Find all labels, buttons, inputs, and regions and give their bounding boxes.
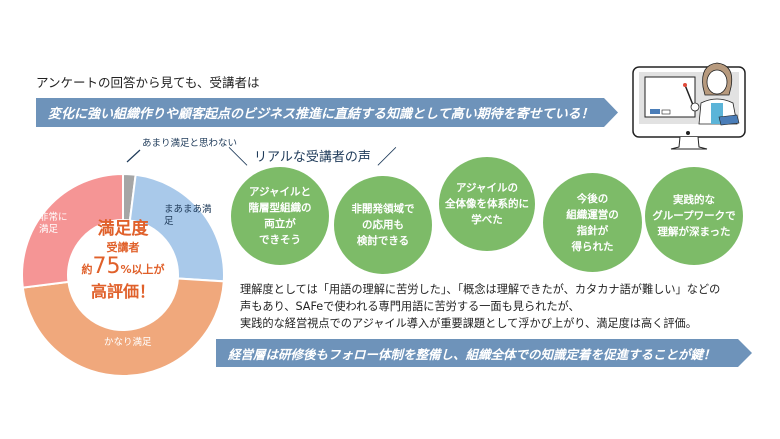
bottom-banner-text: 経営層は研修後もフォロー体制を整備し、組織全体での知識定着を促進することが鍵！ — [228, 346, 716, 362]
teacher-monitor-illustration — [632, 62, 746, 150]
slice-somewhat-satisfied — [128, 173, 225, 283]
summary-paragraph: 理解度としては「用語の理解に苦労した」、「概念は理解できたが、カタカナ語が難しい… — [240, 283, 721, 330]
center-title: 満足度 — [97, 219, 149, 239]
label-quite-satisfied: かなり満足 — [104, 337, 152, 348]
intro-text: アンケートの回答から見ても、受講者は — [36, 75, 260, 90]
leader-line — [126, 149, 141, 163]
voice-bubble: アジャイルと 階層型組織の 両立が できそう — [231, 167, 329, 265]
center-line2: 約75%以上が — [81, 254, 165, 279]
bottom-banner: 経営層は研修後もフォロー体制を整備し、組織全体での知識定着を促進することが鍵！ — [216, 339, 752, 367]
slice-quite-satisfied — [21, 277, 225, 377]
donut-center-text: 満足度 受講者 約75%以上が 高評価！ — [68, 218, 178, 303]
top-banner-text: 変化に強い組織作りや顧客起点のビジネス推進に直結する知識として高い期待を寄せてい… — [48, 107, 594, 122]
label-very-satisfied: 非常に満足 — [39, 212, 68, 235]
label-not-satisfied: あまり満足と思わない — [142, 138, 238, 149]
center-line3: 高評価！ — [90, 282, 155, 301]
voice-bubble: アジャイルの 全体像を体系的に 学べた — [439, 157, 535, 251]
label-somewhat-satisfied: まあまあ満足 — [164, 204, 212, 227]
top-banner: 変化に強い組織作りや顧客起点のビジネス推進に直結する知識として高い期待を寄せてい… — [36, 98, 618, 127]
voice-bubble: 実践的な グループワークで 理解が深まった — [645, 167, 743, 265]
voice-bubble: 非開発領域で の応用も 検討できる — [334, 176, 432, 274]
voices-heading: ＼リアルな受講者の声／ — [228, 145, 397, 169]
satisfaction-donut-chart — [21, 172, 225, 377]
voice-bubble: 今後の 組織運営の 指針が 得られた — [543, 173, 642, 272]
slice-very-satisfied — [21, 172, 124, 289]
center-line1: 受講者 — [106, 241, 140, 254]
